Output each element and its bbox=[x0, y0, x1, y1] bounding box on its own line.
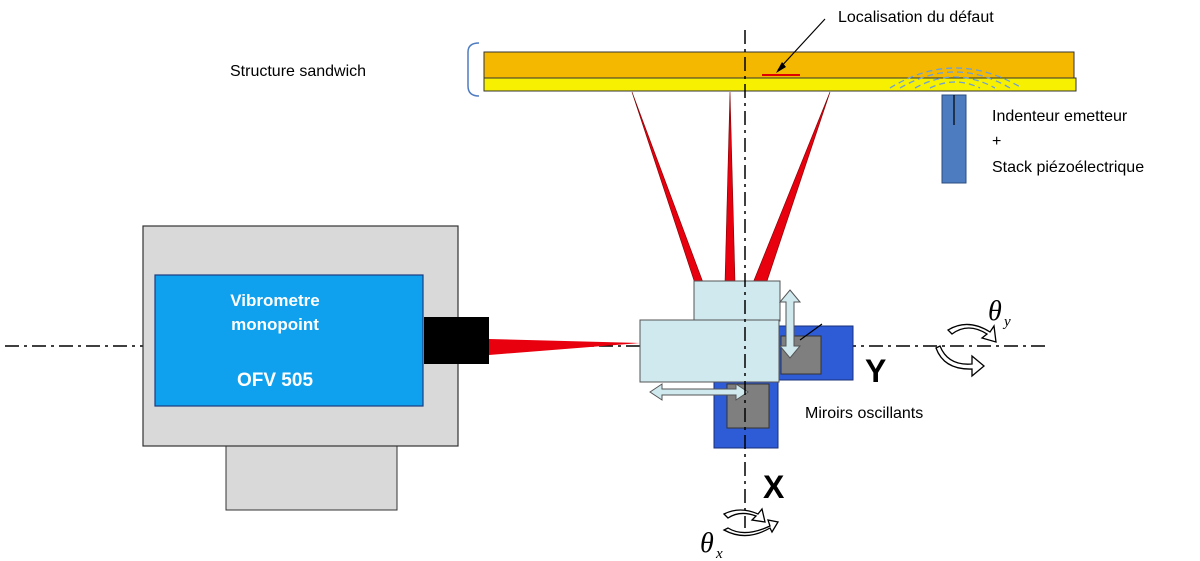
mirrors-label: Miroirs oscillants bbox=[805, 405, 923, 422]
theta-x-symbol: θ bbox=[700, 528, 714, 559]
vibrometer: Vibrometre monopoint OFV 505 bbox=[142, 225, 489, 511]
sandwich-label: Structure sandwich bbox=[230, 63, 366, 80]
sandwich-structure bbox=[467, 42, 1077, 97]
vibrometer-model: OFV 505 bbox=[237, 370, 313, 391]
indenter-label-line1: Indenteur emetteur bbox=[992, 108, 1128, 125]
defect-pointer bbox=[777, 18, 826, 71]
mirror-block-back bbox=[693, 280, 781, 322]
mirrors-pointer bbox=[799, 323, 823, 341]
defect-label: Localisation du défaut bbox=[838, 9, 994, 26]
indenter-label-line2: Stack piézoélectrique bbox=[992, 159, 1144, 176]
double-arrow-vertical bbox=[778, 289, 802, 359]
vibrometer-stand bbox=[225, 443, 398, 511]
laser-beam-input bbox=[489, 339, 640, 355]
theta-x-subscript: x bbox=[715, 546, 723, 561]
vibrometer-label-line1: Vibrometre bbox=[230, 291, 319, 310]
sandwich-brace bbox=[467, 42, 480, 97]
mirror-block bbox=[639, 319, 780, 383]
wave-arcs bbox=[889, 67, 1023, 89]
theta-y-symbol: θ bbox=[988, 296, 1002, 327]
axis-y-label: Y bbox=[865, 353, 886, 389]
sandwich-bottom-layer bbox=[483, 77, 1077, 92]
vibrometer-panel bbox=[154, 274, 424, 407]
defect-pointer-head bbox=[776, 62, 786, 73]
axis-x-label: X bbox=[763, 469, 785, 505]
mirror-assembly bbox=[639, 280, 854, 449]
vibrometer-label-line2: monopoint bbox=[231, 315, 319, 334]
double-arrow-horizontal bbox=[649, 383, 749, 401]
theta-y-subscript: y bbox=[1002, 314, 1011, 330]
indenter-label-plus: + bbox=[992, 133, 1001, 150]
rotation-icon-x bbox=[722, 507, 780, 537]
vibrometer-lens bbox=[424, 317, 489, 364]
rotation-icon-y bbox=[935, 323, 997, 378]
